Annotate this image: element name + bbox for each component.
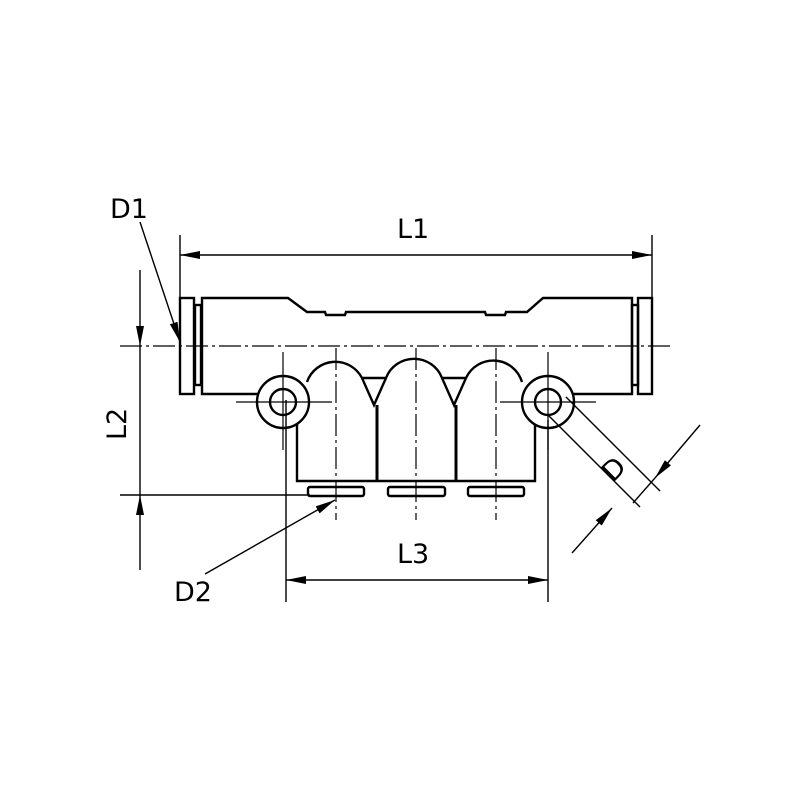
right-collet-ring [630, 303, 640, 387]
label-l2: L2 [102, 408, 133, 440]
d-ext-2 [565, 396, 661, 492]
label-d1: D1 [110, 194, 148, 225]
d1-leader [139, 221, 181, 343]
d2-leader [204, 499, 336, 575]
label-d2: D2 [174, 577, 212, 608]
center-lines [120, 345, 670, 520]
d-dimension-line [632, 477, 656, 504]
left-collet-ring [193, 303, 203, 387]
label-d: D [596, 451, 633, 488]
label-l3: L3 [397, 539, 429, 570]
d-arrow-2 [571, 507, 613, 554]
d-arrow-1 [654, 424, 701, 479]
d-ext-1 [547, 414, 641, 508]
label-l1: L1 [397, 214, 429, 245]
